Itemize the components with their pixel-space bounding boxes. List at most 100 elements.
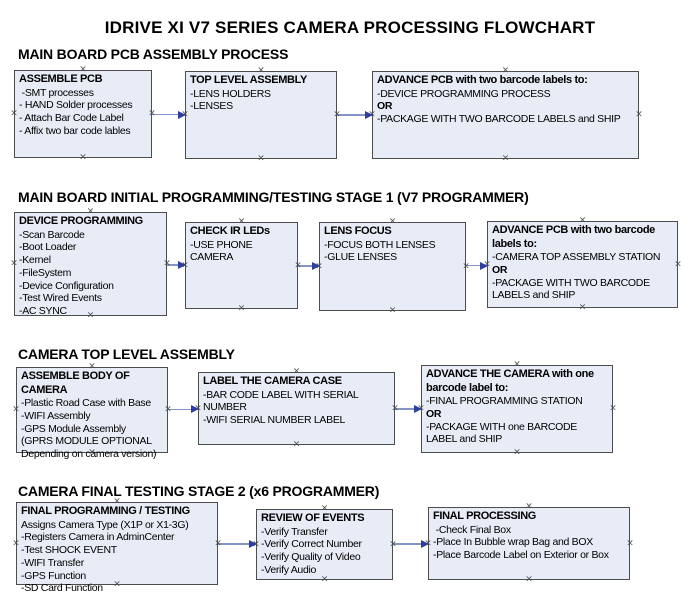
anchor-icon: × [388, 305, 397, 316]
box-title: DEVICE PROGRAMMING [19, 215, 143, 227]
anchor-icon: × [320, 503, 329, 514]
box-line: Assigns Camera Type (X1P or X1-3G) [21, 518, 189, 531]
anchor-icon: × [10, 108, 18, 119]
anchor-icon: × [214, 538, 222, 548]
box-line: -Verify Quality of Video [261, 551, 361, 564]
box-line: -WIFI SERIAL NUMBER LABEL [203, 414, 346, 427]
box-line: -Place In Bubble wrap Bag and BOX [433, 536, 593, 549]
box-line: - Attach Bar Code Label [19, 112, 124, 125]
box-line: -PACKAGE WITH one BARCODE LABEL and SHIP [426, 420, 580, 446]
box-line: -Device Configuration [19, 279, 114, 292]
box-line: -FINAL PROGRAMMING STATION [426, 395, 583, 407]
process-box: DEVICE PROGRAMMING-Scan Barcode-Boot Loa… [14, 212, 167, 318]
anchor-icon: × [513, 447, 521, 458]
anchor-icon: × [635, 109, 643, 120]
anchor-icon: × [292, 439, 301, 450]
flowchart-title: IDRIVE XI V7 SERIES CAMERA PROCESSING FL… [104, 18, 596, 37]
arrowhead-icon [249, 540, 257, 548]
anchor-icon: × [88, 447, 96, 458]
anchor-icon: × [525, 501, 533, 512]
anchor-icon: × [424, 538, 432, 548]
anchor-icon: × [10, 258, 18, 269]
anchor-icon: × [12, 404, 20, 415]
flow-arrow [393, 540, 429, 548]
process-box: LENS FOCUS-FOCUS BOTH LENSES-GLUE LENSES [319, 222, 466, 311]
anchor-icon: × [86, 310, 95, 321]
anchor-icon: × [181, 109, 189, 120]
arrowhead-icon [191, 405, 199, 414]
box-line: -USE PHONE CAMERA [190, 238, 255, 264]
process-box: REVIEW OF EVENTS-Verify Transfer-Verify … [256, 509, 393, 580]
process-box: TOP LEVEL ASSEMBLY-LENS HOLDERS-LENSES [185, 71, 337, 159]
process-box: ASSEMBLE PCB -SMT processes- HAND Solder… [14, 70, 152, 158]
anchor-icon: × [148, 108, 156, 119]
box-line: -SMT processes [19, 86, 94, 99]
box-line: -PACKAGE WITH TWO BARCODE LABELS and SHI… [492, 276, 653, 302]
section-heading: MAIN BOARD PCB ASSEMBLY PROCESS [18, 46, 289, 62]
box-line: -Boot Loader [19, 241, 77, 254]
box-line: -BAR CODE LABEL WITH SERIAL NUMBER [203, 388, 361, 414]
anchor-icon: × [257, 65, 265, 76]
box-title: ADVANCE PCB with two barcode labels to: [492, 224, 655, 250]
box-line: -WIFI Transfer [21, 556, 84, 569]
anchor-icon: × [320, 574, 329, 585]
flow-arrow [218, 540, 257, 548]
box-line: -Test Wired Events [19, 292, 102, 305]
anchor-icon: × [113, 496, 121, 507]
flow-arrow [152, 110, 186, 119]
anchor-icon: × [578, 215, 587, 226]
box-title: ASSEMBLE BODY OF CAMERA [21, 370, 130, 396]
anchor-icon: × [181, 260, 189, 270]
arrowhead-icon [312, 262, 320, 270]
box-line: OR [492, 263, 508, 276]
box-line: OR [377, 100, 393, 113]
anchor-icon: × [609, 403, 617, 414]
arrowhead-icon [178, 260, 186, 269]
box-title: FINAL PROCESSING [433, 510, 536, 522]
anchor-icon: × [368, 109, 376, 120]
box-title: TOP LEVEL ASSEMBLY [190, 74, 307, 86]
flow-arrow [167, 260, 186, 269]
box-line: -SD Card Function [21, 582, 103, 595]
box-line: -GPS Module Assembly [21, 422, 126, 435]
process-box: LABEL THE CAMERA CASE-BAR CODE LABEL WIT… [198, 372, 395, 445]
section-heading: CAMERA TOP LEVEL ASSEMBLY [18, 346, 235, 362]
box-title: CHECK IR LEDs [190, 225, 270, 237]
box-line: -FileSystem [19, 266, 72, 279]
arrowhead-icon [365, 111, 373, 119]
anchor-icon: × [578, 302, 587, 313]
flow-arrow [466, 261, 488, 270]
box-line: -LENS HOLDERS [190, 87, 271, 100]
anchor-icon: × [86, 206, 95, 217]
box-line: OR [426, 407, 442, 420]
box-line: Depending on camera version) [21, 448, 157, 461]
section-heading: CAMERA FINAL TESTING STAGE 2 (x6 PROGRAM… [18, 483, 380, 499]
anchor-icon: × [626, 538, 634, 548]
arrowhead-icon [414, 404, 422, 413]
section-heading: MAIN BOARD INITIAL PROGRAMMING/TESTING S… [18, 189, 529, 205]
arrowhead-icon [421, 540, 429, 548]
box-title: LABEL THE CAMERA CASE [203, 375, 342, 387]
box-line: - Affix two bar code lables [19, 124, 131, 137]
anchor-icon: × [163, 258, 171, 269]
process-box: FINAL PROCESSING -Check Final Box-Place … [428, 507, 630, 580]
anchor-icon: × [462, 261, 470, 271]
anchor-icon: × [79, 64, 87, 75]
anchor-icon: × [79, 152, 87, 163]
box-line: -AC SYNC [19, 305, 67, 318]
anchor-icon: × [483, 259, 491, 269]
arrowhead-icon [480, 261, 488, 270]
anchor-icon: × [164, 404, 172, 415]
anchor-icon: × [292, 366, 301, 377]
anchor-icon: × [388, 216, 397, 227]
box-title: ASSEMBLE PCB [19, 73, 103, 85]
box-line: -WIFI Assembly [21, 409, 91, 422]
box-title: LENS FOCUS [324, 225, 392, 237]
box-line: -Place Barcode Label on Exterior or Box [433, 549, 609, 562]
box-title: REVIEW OF EVENTS [261, 512, 365, 524]
anchor-icon: × [513, 359, 521, 370]
box-title: ADVANCE PCB with two barcode labels to: [377, 74, 588, 86]
anchor-icon: × [525, 574, 533, 585]
anchor-icon: × [315, 261, 323, 271]
